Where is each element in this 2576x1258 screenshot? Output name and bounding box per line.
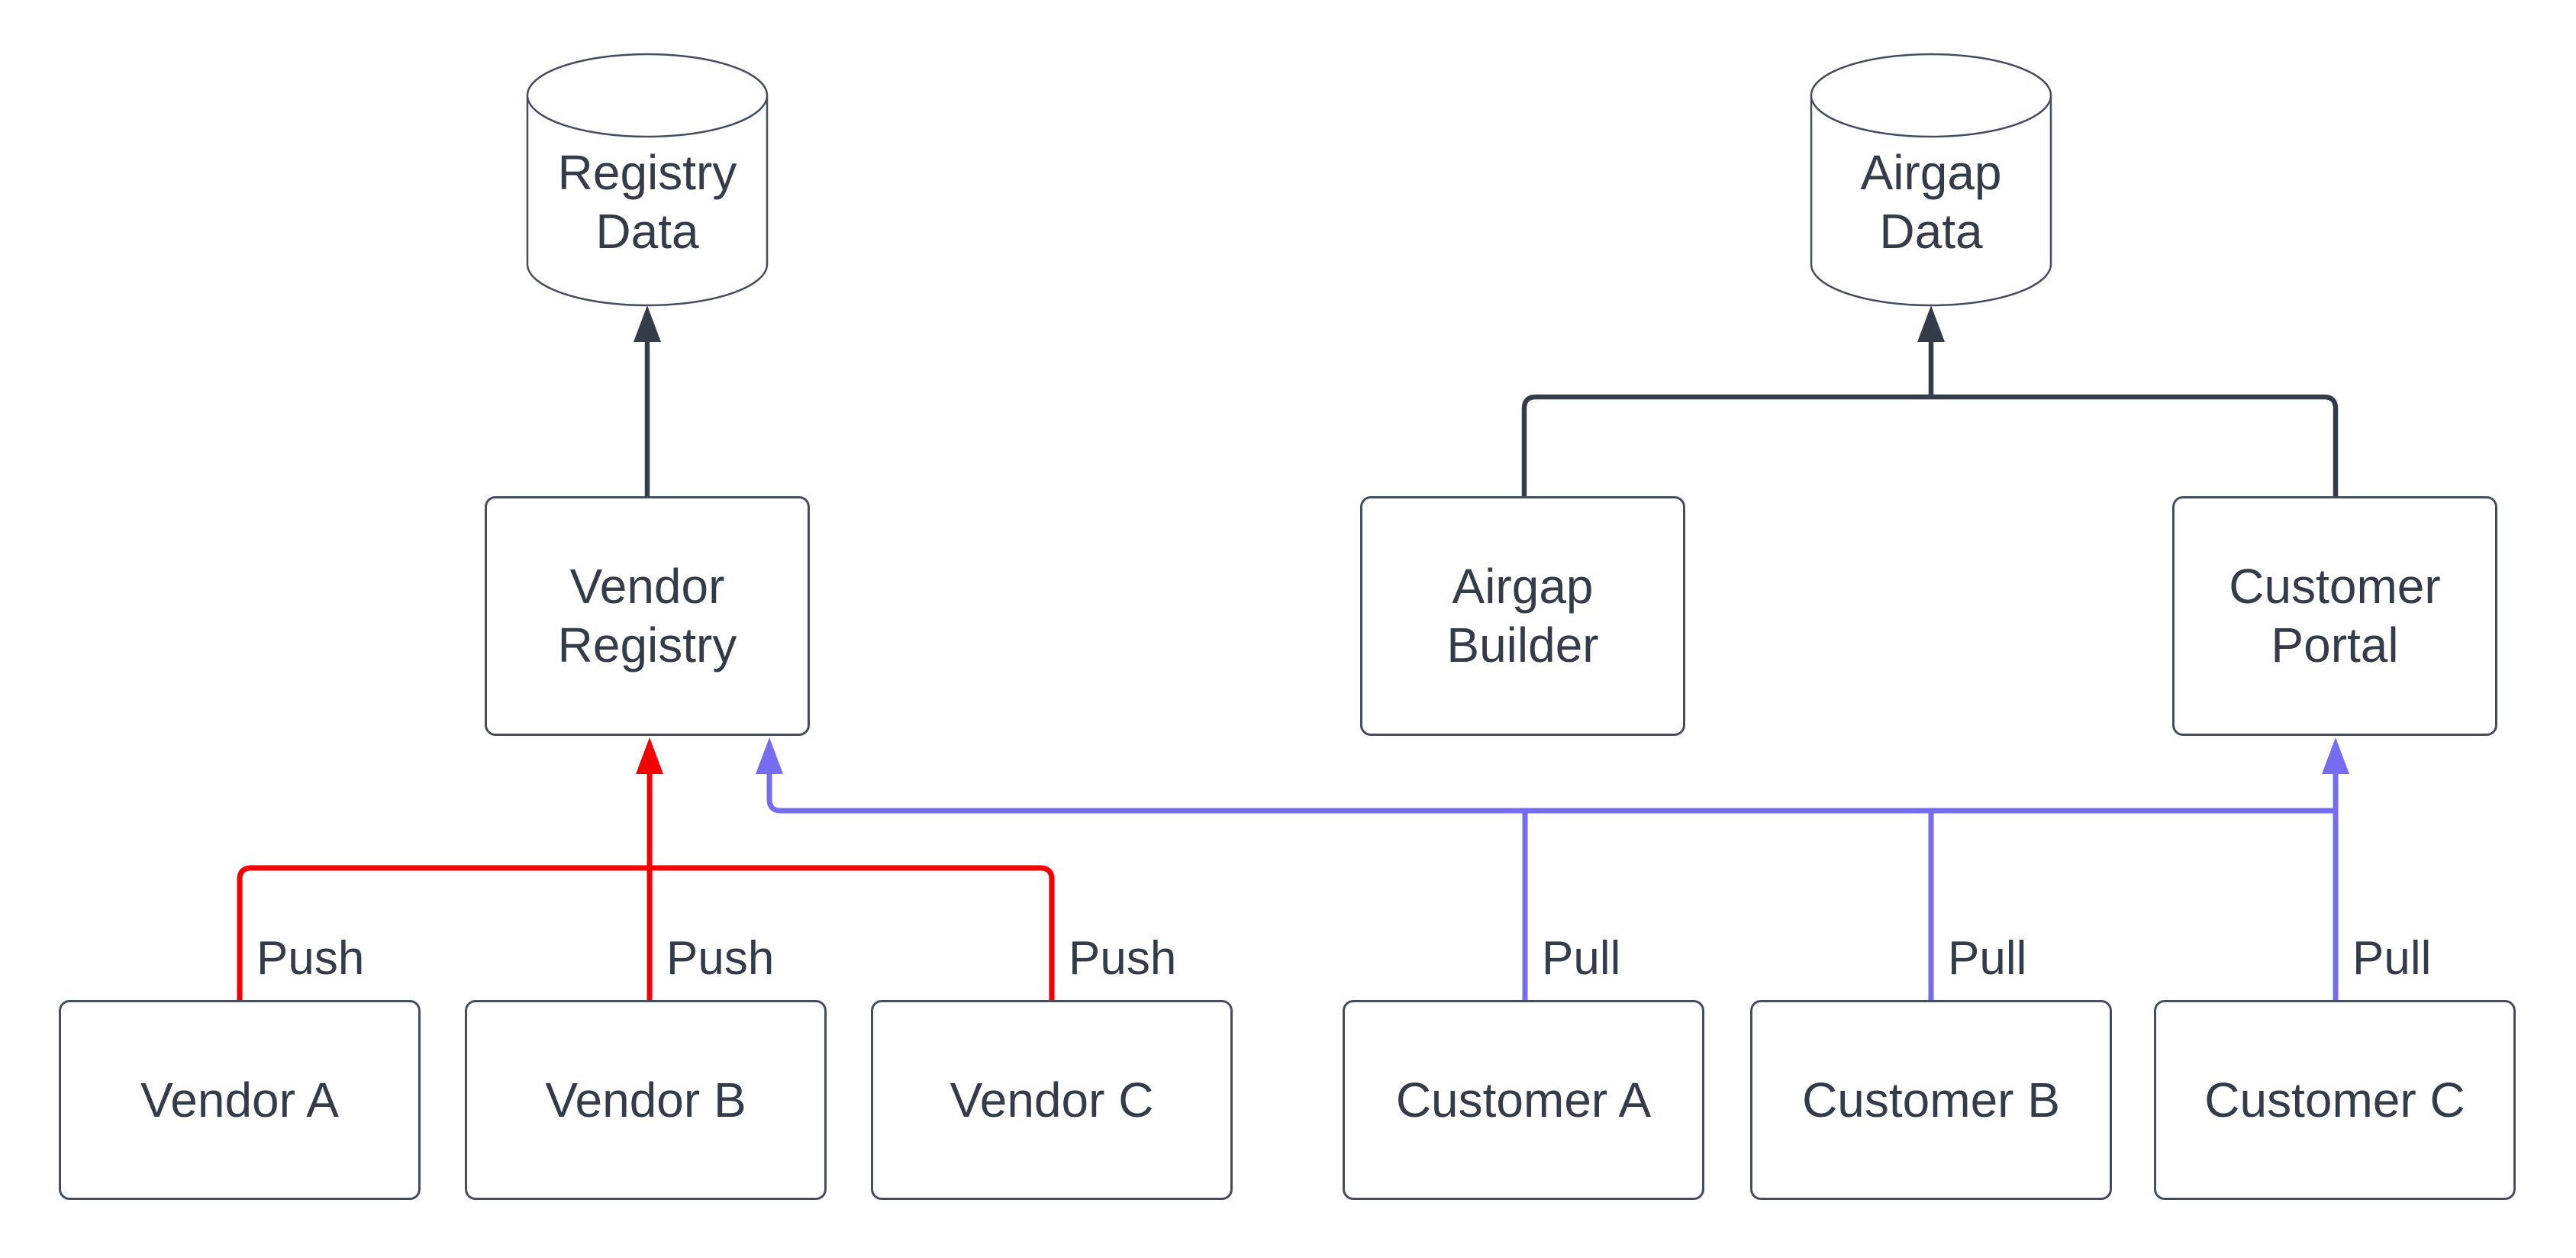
node-label-airgap-data: Airgap Data <box>1860 144 2002 259</box>
node-label-customer-c: Customer C <box>2204 1072 2465 1127</box>
arrowhead-airgap-data <box>1917 305 1945 342</box>
arrowhead-registry-data <box>634 305 661 342</box>
node-vendor-b: Vendor B <box>465 1000 827 1200</box>
node-label-airgap-builder: Airgap Builder <box>1446 559 1599 673</box>
edge-label-push-vendor-c: Push <box>1069 932 1177 985</box>
node-label-vendor-c: Vendor C <box>949 1072 1154 1127</box>
node-registry-data: Registry Data <box>525 52 769 308</box>
node-label-vendor-b: Vendor B <box>545 1072 746 1127</box>
node-airgap-builder: Airgap Builder <box>1360 496 1685 736</box>
arrowhead-pull-customer-portal <box>2322 737 2349 774</box>
edge-label-push-vendor-a: Push <box>256 932 365 985</box>
edge-label-pull-customer-b: Pull <box>1948 932 2027 985</box>
cylinder-shape <box>1810 53 2052 307</box>
node-vendor-a: Vendor A <box>59 1000 421 1200</box>
node-label-customer-portal: Customer Portal <box>2229 559 2441 673</box>
edge-push-bus <box>237 865 1055 1000</box>
arrowhead-pull-vendor-registry <box>756 737 783 774</box>
node-label-vendor-registry: Vendor Registry <box>557 559 737 673</box>
node-vendor-c: Vendor C <box>871 1000 1233 1200</box>
node-label-customer-b: Customer B <box>1802 1072 2060 1127</box>
arrowhead-push-vendor-registry <box>636 737 663 774</box>
node-vendor-registry: Vendor Registry <box>485 496 810 736</box>
edge-label-pull-customer-a: Pull <box>1542 932 1621 985</box>
node-customer-b: Customer B <box>1750 1000 2112 1200</box>
edge-airgap-builder-customer-portal-junction <box>1521 394 2339 496</box>
node-label-vendor-a: Vendor A <box>140 1072 339 1127</box>
node-label-registry-data: Registry Data <box>557 144 737 259</box>
node-customer-portal: Customer Portal <box>2172 496 2497 736</box>
node-customer-c: Customer C <box>2154 1000 2516 1200</box>
cylinder-shape <box>526 53 769 307</box>
node-airgap-data: Airgap Data <box>1809 52 2053 308</box>
edge-label-pull-customer-c: Pull <box>2352 932 2432 985</box>
edge-pull-bus-to-vendor-registry <box>766 773 2336 814</box>
node-label-customer-a: Customer A <box>1395 1072 1652 1127</box>
node-customer-a: Customer A <box>1343 1000 1704 1200</box>
edge-label-push-vendor-b: Push <box>666 932 775 985</box>
